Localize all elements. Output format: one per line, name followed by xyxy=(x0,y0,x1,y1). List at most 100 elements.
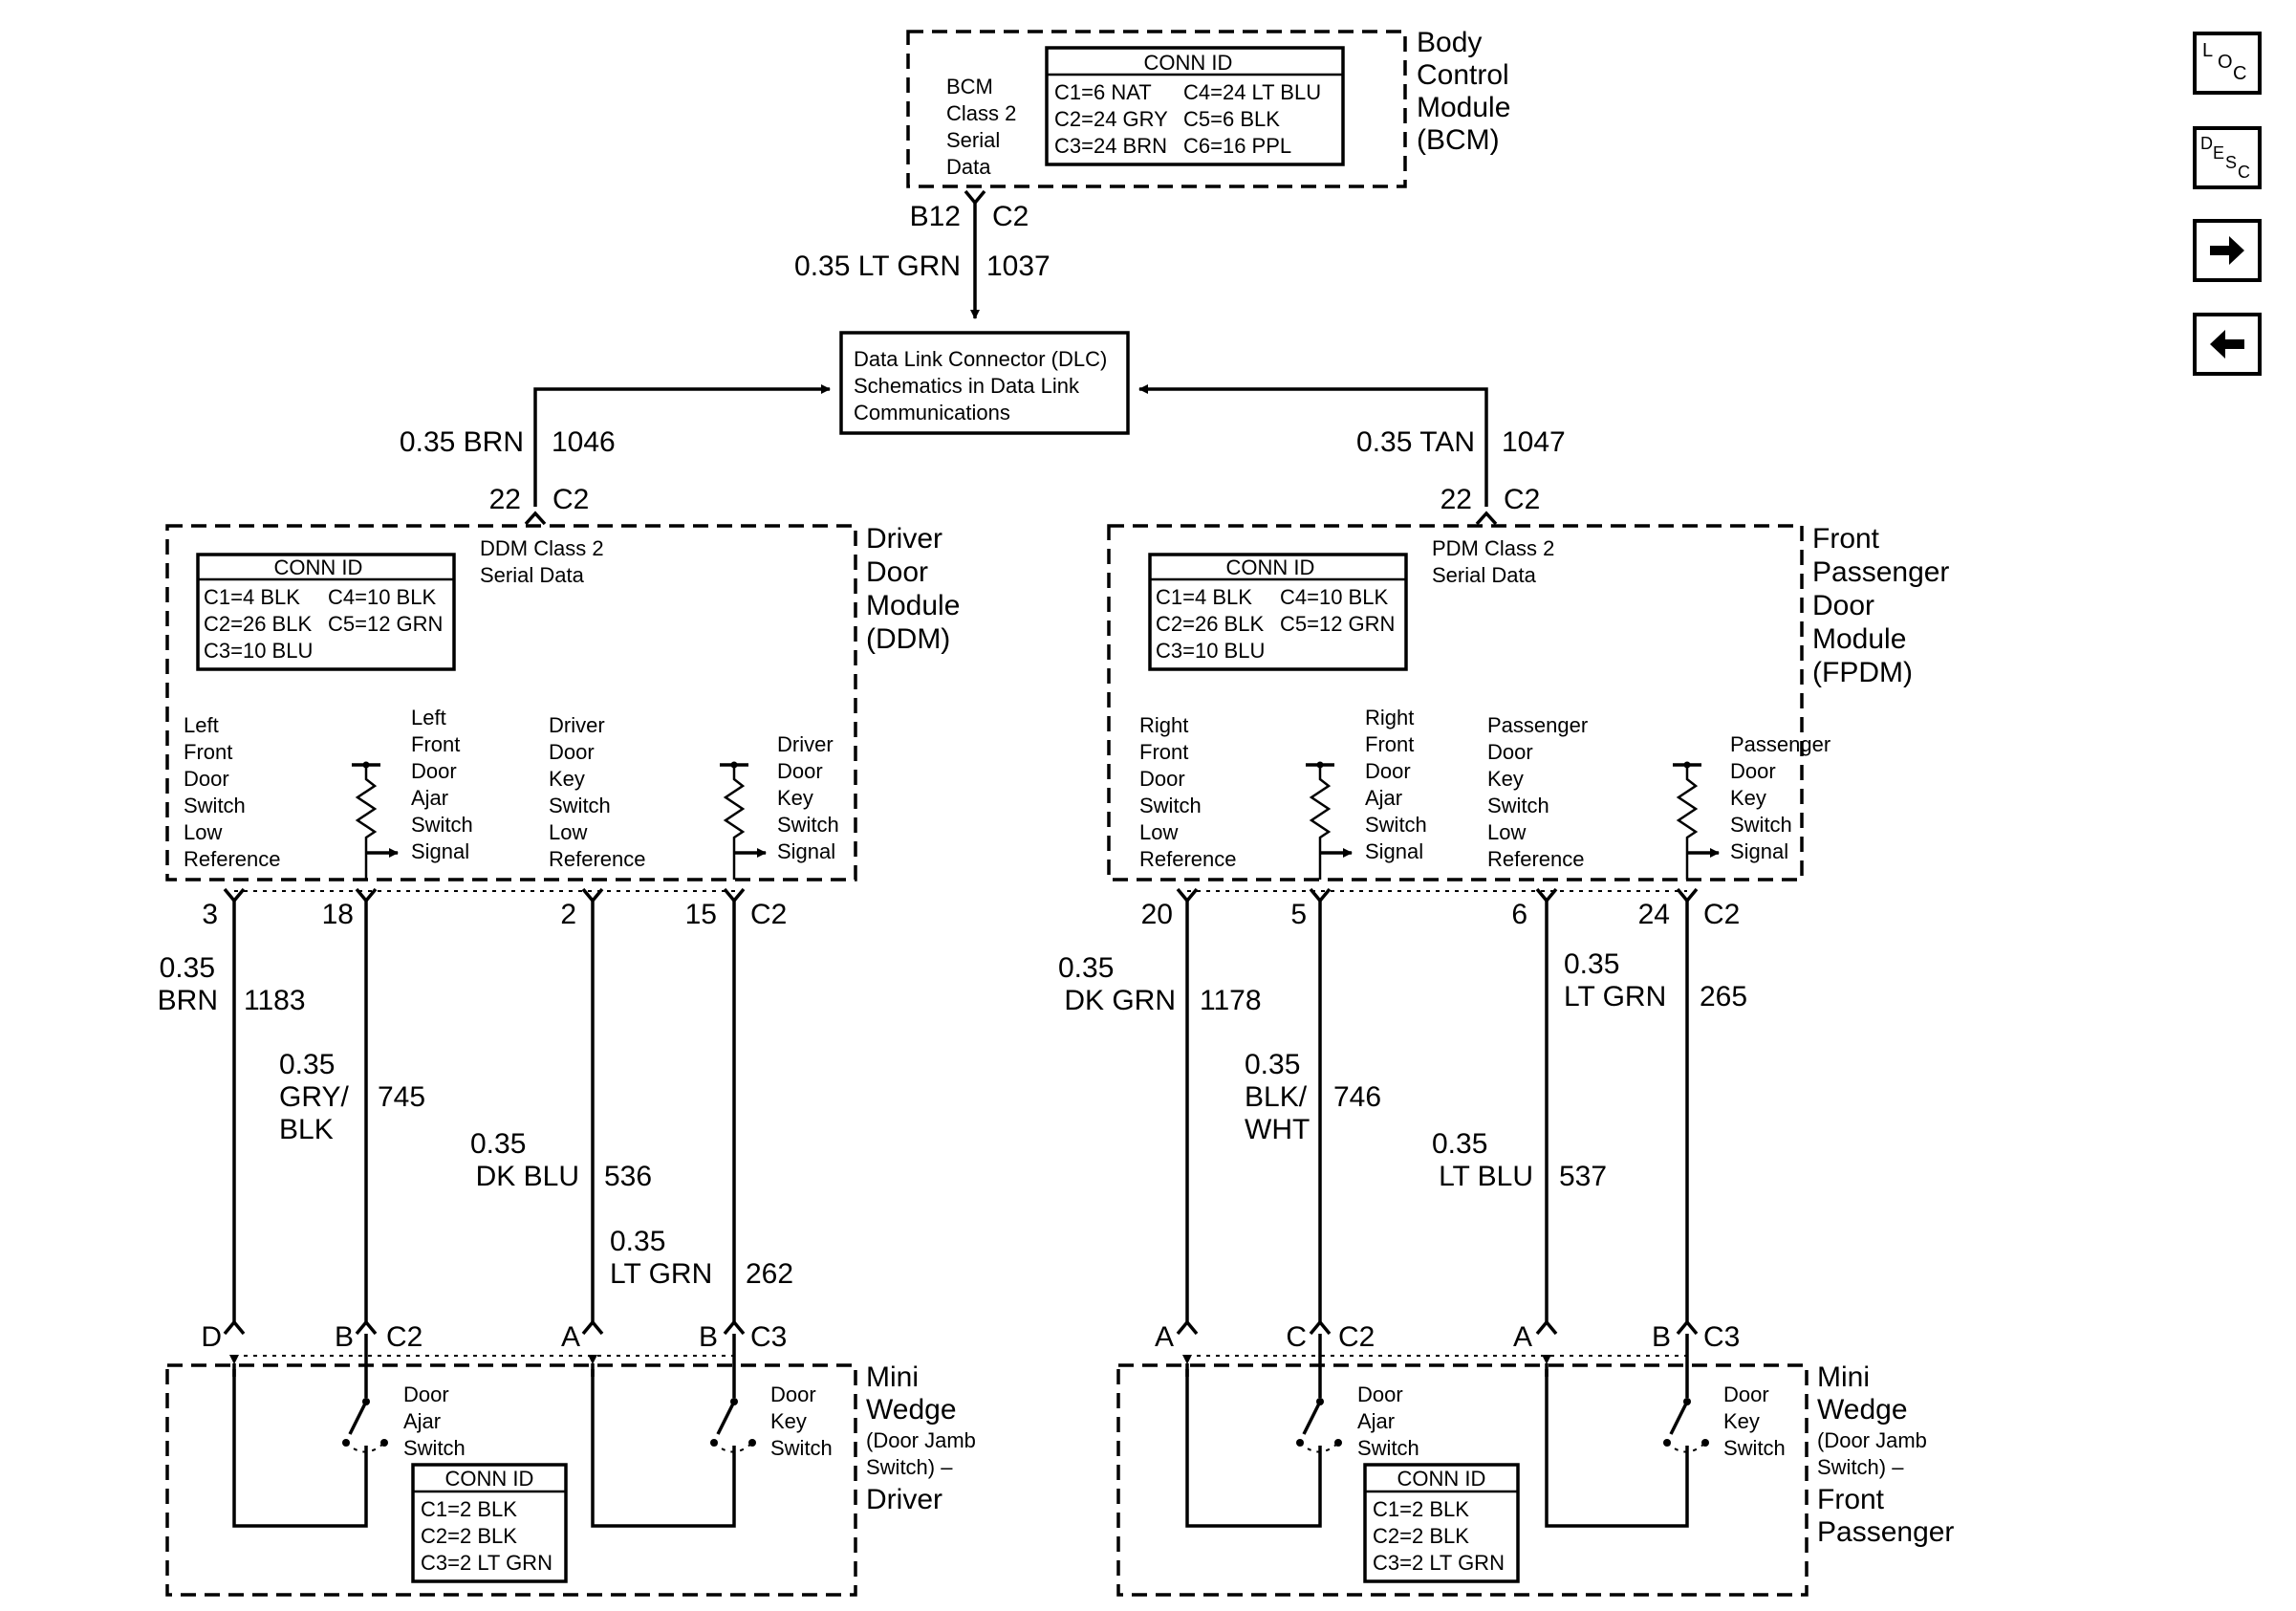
ddm-label-lf-ajar: Left xyxy=(411,706,446,729)
fpdm-conn-row: C1=4 BLK xyxy=(1156,585,1252,609)
next-button[interactable] xyxy=(2193,219,2262,282)
bcm-name-line: Control xyxy=(1417,59,1509,91)
wedge-driver-pin-fork xyxy=(723,1319,746,1336)
wire-color: DK GRN xyxy=(1064,985,1176,1016)
fpdm-boundary xyxy=(1107,524,1804,882)
front-passenger-door-module: Front Passenger Door Module (FPDM) PDM C… xyxy=(1107,523,1949,882)
fpdm-label-key-low: Door xyxy=(1487,740,1533,764)
wire-color: DK BLU xyxy=(476,1161,579,1192)
bcm-conn-row: C1=6 NAT xyxy=(1054,80,1152,104)
fpdm-label-key-sig: Passenger xyxy=(1730,732,1830,756)
desc-letter: C xyxy=(2238,163,2250,182)
ddm-pin: 18 xyxy=(322,899,354,930)
ddm-conn-row: C2=26 BLK xyxy=(204,612,312,636)
wedge-driver-key-label: Switch xyxy=(770,1436,833,1460)
fpdm-pin: 20 xyxy=(1141,899,1173,930)
wire-circuit: 265 xyxy=(1700,981,1747,1012)
wedge-pass-conn-row: C3=2 LT GRN xyxy=(1373,1551,1505,1575)
wedge-pass-boundary xyxy=(1116,1363,1809,1597)
arrow-left-icon xyxy=(2210,330,2244,359)
desc-button[interactable]: D E S C xyxy=(2193,126,2262,189)
ddm-pin: 2 xyxy=(560,899,576,930)
ddm-name-line: Door xyxy=(866,556,928,588)
wire-size: 0.35 xyxy=(160,952,215,984)
dlc-line: Communications xyxy=(854,401,1010,425)
ddm-label-key-sig: Door xyxy=(777,759,823,783)
wedge-driver-conn: C3 xyxy=(750,1321,787,1353)
fpdm-label-rf-low: Door xyxy=(1139,767,1185,791)
ddm-top-connector-fork xyxy=(524,511,547,526)
bcm-connector: C2 xyxy=(992,201,1029,232)
wire-circuit: 746 xyxy=(1333,1081,1381,1113)
ddm-conn-row: C3=10 BLU xyxy=(204,639,313,663)
bcm-conn-id-table xyxy=(1045,46,1345,166)
wedge-driver-pin: B xyxy=(699,1321,718,1353)
wire-fpdm-dlc-circuit: 1047 xyxy=(1502,426,1566,458)
dlc-box xyxy=(839,331,1130,435)
body-control-module: BCM Class 2 Serial Data CONN ID C1=6 NAT… xyxy=(906,27,1510,232)
ddm-label-lf-low: Low xyxy=(184,820,222,844)
fpdm-label-key-low: Reference xyxy=(1487,847,1585,871)
wedge-pass-pin-fork xyxy=(1309,1319,1332,1336)
wire-circuit: 262 xyxy=(746,1258,793,1290)
ddm-label-key-sig: Signal xyxy=(777,839,835,863)
ddm-label-lf-ajar: Ajar xyxy=(411,786,448,810)
mini-wedge-driver: D B C2 A B C3 Door xyxy=(165,1319,976,1597)
ddm-top-pin: 22 xyxy=(489,484,521,515)
wire-color: GRY/ xyxy=(279,1081,349,1113)
fpdm-conn-row: C5=12 GRN xyxy=(1280,612,1395,636)
wire-circuit: 1178 xyxy=(1200,985,1262,1016)
fpdm-label-rf-ajar: Right xyxy=(1365,706,1414,729)
fpdm-label-rf-low: Low xyxy=(1139,820,1178,844)
ddm-pin: 15 xyxy=(685,899,717,930)
loc-button[interactable]: L O C xyxy=(2193,32,2262,95)
ddm-pin: 3 xyxy=(202,899,218,930)
fpdm-label-key-low: Passenger xyxy=(1487,713,1588,737)
ddm-ajar-resistor-icon xyxy=(352,761,399,880)
fpdm-conn-id-title: CONN ID xyxy=(1226,555,1315,579)
wire-size: 0.35 xyxy=(1432,1128,1487,1160)
wire-bcm-dlc-size-color: 0.35 LT GRN xyxy=(794,250,961,282)
previous-button[interactable] xyxy=(2193,313,2262,376)
wire-color: BRN xyxy=(158,985,218,1016)
description-icon: D E S C xyxy=(2200,134,2250,182)
wire-fpdm-dlc xyxy=(1138,384,1488,507)
ddm-serial-line: DDM Class 2 xyxy=(480,536,604,560)
wedge-driver-conn-row: C3=2 LT GRN xyxy=(421,1551,552,1575)
door-ajar-switch-icon xyxy=(1296,1398,1342,1453)
wire-ddm-dlc xyxy=(533,384,831,507)
wedge-driver-ajar-label: Ajar xyxy=(403,1409,441,1433)
wedge-pass-key-label: Switch xyxy=(1723,1436,1786,1460)
wedge-driver-boundary xyxy=(165,1363,857,1597)
wedge-pass-pin: A xyxy=(1155,1321,1174,1353)
fpdm-ajar-resistor-icon xyxy=(1306,761,1353,880)
wedge-pass-pin: C xyxy=(1286,1321,1307,1353)
wedge-pass-pin: B xyxy=(1652,1321,1671,1353)
wire-color: LT BLU xyxy=(1439,1161,1533,1192)
fpdm-name-line: (FPDM) xyxy=(1812,657,1913,688)
ddm-label-key-low: Driver xyxy=(549,713,605,737)
desc-letter: E xyxy=(2213,143,2224,163)
fpdm-conn-row: C4=10 BLK xyxy=(1280,585,1388,609)
fpdm-conn-row: C2=26 BLK xyxy=(1156,612,1264,636)
fpdm-name-line: Passenger xyxy=(1812,556,1949,588)
fpdm-label-rf-low: Right xyxy=(1139,713,1188,737)
fpdm-serial-line: Serial Data xyxy=(1432,563,1537,587)
wedge-driver-ajar-label: Switch xyxy=(403,1436,466,1460)
fpdm-pin-fork xyxy=(1309,887,1332,903)
dlc-line: Schematics in Data Link xyxy=(854,374,1080,398)
wedge-pass-ajar-label: Door xyxy=(1357,1382,1403,1406)
bcm-conn-row: C5=6 BLK xyxy=(1183,107,1280,131)
fpdm-label-rf-ajar: Signal xyxy=(1365,839,1423,863)
fpdm-name-line: Module xyxy=(1812,623,1906,655)
wedge-pass-ajar-label: Ajar xyxy=(1357,1409,1395,1433)
wedge-pass-conn: C3 xyxy=(1703,1321,1740,1353)
ddm-label-key-low: Low xyxy=(549,820,587,844)
fpdm-top-connector-fork xyxy=(1475,511,1498,526)
fpdm-label-key-low: Key xyxy=(1487,767,1524,791)
ddm-label-key-sig: Driver xyxy=(777,732,834,756)
wedge-pass-name-small: Switch) – xyxy=(1817,1455,1904,1479)
wedge-driver-pin-fork xyxy=(223,1319,246,1336)
wedge-driver-conn-id-table xyxy=(411,1463,568,1583)
